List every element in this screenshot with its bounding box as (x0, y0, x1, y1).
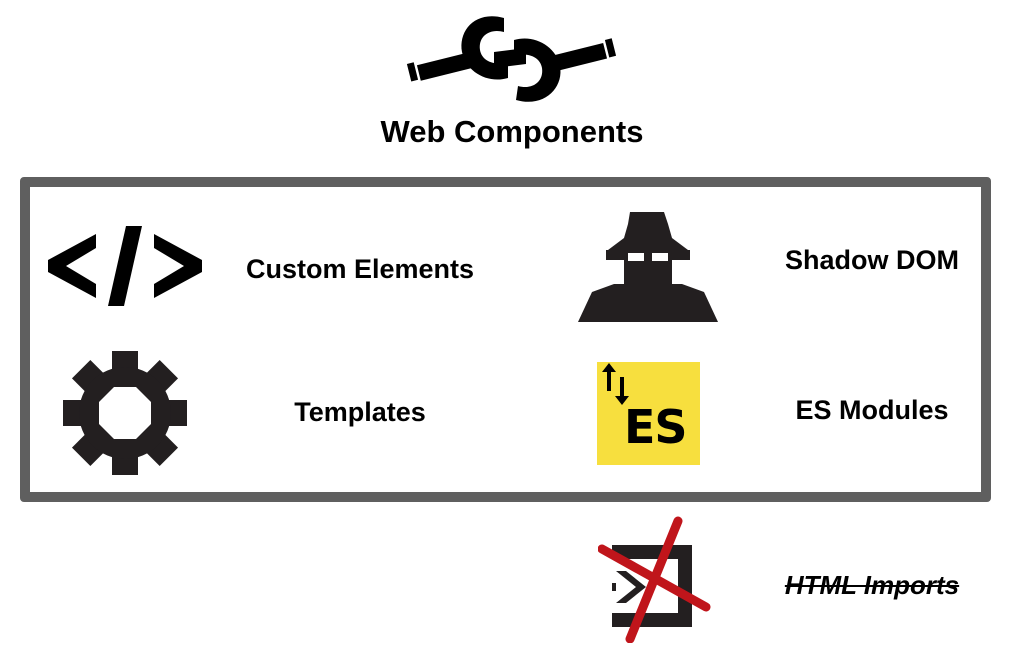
code-brackets-icon (48, 226, 202, 306)
import-export-arrows-icon (602, 363, 629, 405)
html-imports-icon (612, 545, 692, 627)
html-imports-label: HTML Imports (784, 570, 960, 600)
page-title: Web Components (380, 114, 644, 149)
es-modules-icon-text: ES (624, 400, 688, 454)
spy-icon (578, 212, 718, 322)
shadow-dom-label: Shadow DOM (785, 245, 959, 275)
features-frame (20, 177, 991, 502)
web-components-logo-icon (406, 16, 617, 102)
custom-elements-label: Custom Elements (245, 254, 475, 284)
strike-through-icon (598, 516, 711, 643)
templates-label: Templates (294, 397, 426, 427)
gear-icon (63, 351, 187, 475)
es-modules-label: ES Modules (795, 395, 949, 425)
es-modules-icon: ES (597, 362, 700, 465)
